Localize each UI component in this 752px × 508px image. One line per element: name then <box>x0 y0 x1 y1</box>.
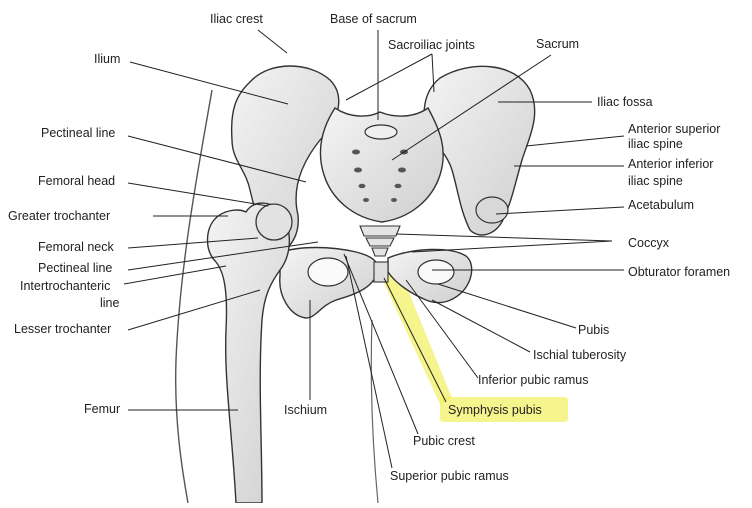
body-outline <box>175 89 213 504</box>
label-ischial-tuberosity: Ischial tuberosity <box>533 348 627 362</box>
label-sacrum: Sacrum <box>536 37 580 51</box>
leader-lines <box>123 29 625 469</box>
label-acetabulum: Acetabulum <box>628 198 695 212</box>
sacrum-bone <box>319 106 444 223</box>
label-intertrochanteric-line1: Intertrochanteric <box>20 279 111 293</box>
label-coccyx: Coccyx <box>628 236 669 250</box>
label-aiis-line1: Anterior inferior <box>628 157 714 171</box>
femur-bone <box>206 202 291 504</box>
label-ilium: Ilium <box>94 52 121 66</box>
label-pectineal-line-lower: Pectineal line <box>38 261 113 275</box>
label-greater-trochanter: Greater trochanter <box>8 209 111 223</box>
sacral-base <box>364 124 398 140</box>
right-obturator-foramen <box>417 259 455 285</box>
thigh-outline <box>370 319 379 504</box>
label-pubic-crest: Pubic crest <box>413 434 475 448</box>
label-obturator-foramen: Obturator foramen <box>628 265 731 279</box>
label-sacroiliac-joints: Sacroiliac joints <box>388 38 475 52</box>
label-aiis-line2: iliac spine <box>628 174 683 188</box>
acetabulum-socket <box>475 196 509 224</box>
pubic-symphysis <box>373 261 389 283</box>
coccyx-bone <box>359 225 401 257</box>
label-iliac-crest: Iliac crest <box>210 12 263 26</box>
label-pubis: Pubis <box>578 323 610 337</box>
label-femoral-neck: Femoral neck <box>38 240 114 254</box>
femoral-head-shape <box>255 203 293 241</box>
label-inferior-pubic-ramus: Inferior pubic ramus <box>478 373 589 387</box>
symphysis-highlight <box>378 266 568 422</box>
label-intertrochanteric-line2: line <box>100 296 120 310</box>
label-ischium: Ischium <box>284 403 328 417</box>
label-femur: Femur <box>84 402 121 416</box>
label-symphysis-pubis: Symphysis pubis <box>448 403 542 417</box>
label-femoral-head: Femoral head <box>38 174 116 188</box>
label-lesser-trochanter: Lesser trochanter <box>14 322 112 336</box>
left-obturator-foramen <box>307 257 349 287</box>
label-asis-line2: iliac spine <box>628 137 683 151</box>
label-pectineal-line-upper: Pectineal line <box>41 126 116 140</box>
label-iliac-fossa: Iliac fossa <box>597 95 653 109</box>
label-superior-pubic-ramus: Superior pubic ramus <box>390 469 509 483</box>
label-base-of-sacrum: Base of sacrum <box>330 12 417 26</box>
label-asis-line1: Anterior superior <box>628 122 721 136</box>
